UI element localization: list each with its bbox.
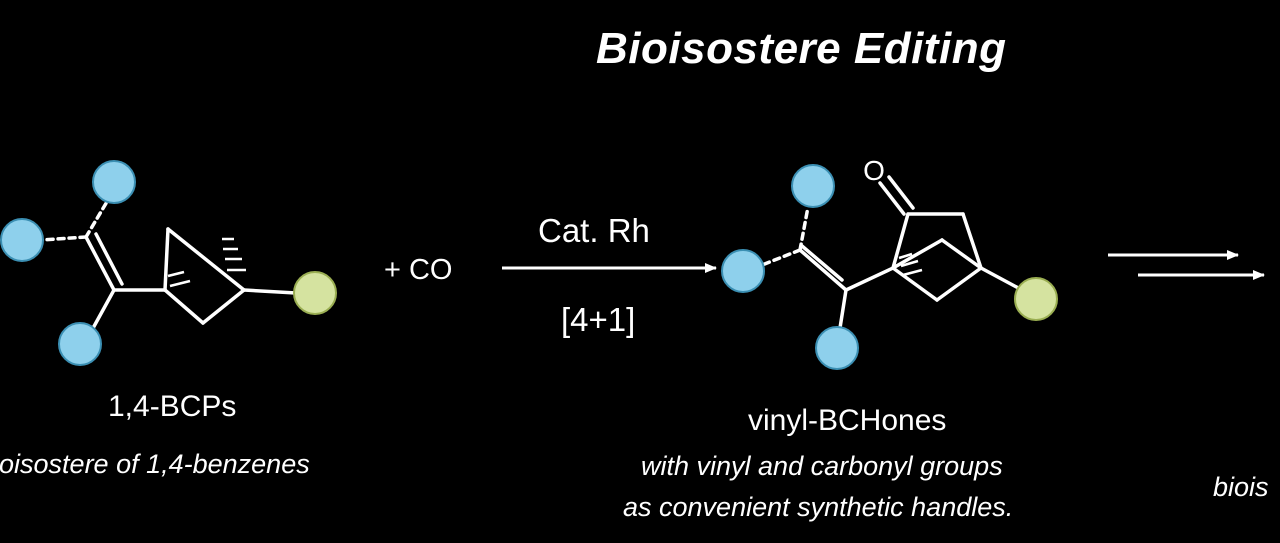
sm-substituent-blue-left xyxy=(0,218,44,262)
catalyst-label: Cat. Rh xyxy=(538,212,650,249)
sm-substituent-blue-bottom xyxy=(58,322,102,366)
product-hashed-bonds xyxy=(898,252,923,277)
starting-material-description: bioisostere of 1,4-benzenes xyxy=(0,449,310,479)
pr-substituent-green xyxy=(1014,277,1058,321)
product-structure xyxy=(760,175,1024,330)
product-description-line1: with vinyl and carbonyl groups xyxy=(641,451,1003,481)
cycloaddition-label: [4+1] xyxy=(561,301,636,338)
starting-material-structure xyxy=(40,198,298,332)
starting-material-hashed-bonds xyxy=(167,237,246,288)
starting-material-name: 1,4-BCPs xyxy=(108,390,237,423)
sm-substituent-blue-top xyxy=(92,160,136,204)
pr-substituent-blue-top xyxy=(791,164,835,208)
reagent-label: + CO xyxy=(384,254,453,286)
next-step-label: biois xyxy=(1213,472,1269,502)
product-name: vinyl-BCHones xyxy=(748,404,947,437)
product-description-line2: as convenient synthetic handles. xyxy=(623,492,1014,522)
sm-substituent-green xyxy=(293,271,337,315)
carbonyl-oxygen-label: O xyxy=(863,155,885,186)
scheme-title: Bioisostere Editing xyxy=(596,24,1007,73)
pr-substituent-blue-left xyxy=(721,249,765,293)
pr-substituent-blue-bottom xyxy=(815,326,859,370)
